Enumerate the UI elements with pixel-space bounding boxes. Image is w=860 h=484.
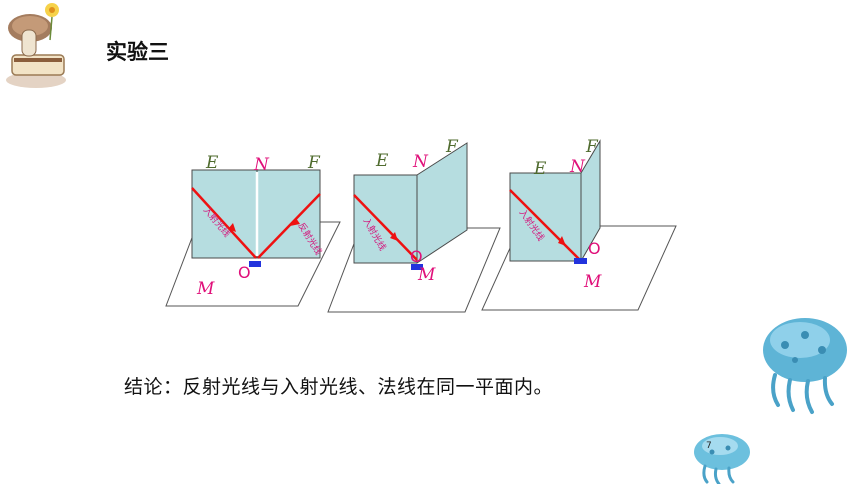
mirror-block	[249, 261, 261, 267]
figure-3: 入射光线 E N F O M	[481, 137, 677, 311]
label-f: F	[307, 153, 321, 173]
reflected-ray	[257, 193, 321, 259]
incident-ray	[191, 187, 257, 259]
jellyfish-small-icon	[694, 434, 750, 484]
arrow-icon	[290, 218, 300, 226]
incident-ray	[353, 194, 418, 261]
label-f: F	[585, 137, 599, 157]
label-e: E	[205, 153, 219, 173]
label-n: N	[253, 155, 270, 175]
figure-2: 入射光线 E N F O M	[327, 137, 501, 313]
page-number: 7	[706, 441, 712, 451]
board-f	[580, 139, 601, 263]
arrow-icon	[390, 232, 398, 241]
incident-ray	[509, 189, 581, 261]
figure-1: 入射光线 反射光线 E N F O M	[165, 153, 341, 307]
label-m: M	[583, 272, 602, 292]
label-o: O	[238, 263, 251, 282]
label-o: O	[410, 247, 423, 266]
board-e	[509, 172, 582, 262]
label-n: N	[569, 157, 586, 177]
arrow-icon	[228, 223, 236, 232]
label-m: M	[196, 279, 215, 299]
jellyfish-large-icon	[763, 318, 847, 414]
board-f	[256, 169, 321, 259]
page-title: 实验三	[106, 40, 169, 64]
label-e: E	[375, 151, 389, 171]
mushroom-book-icon	[6, 3, 66, 88]
mirror-block	[411, 264, 423, 270]
conclusion-text: 结论：反射光线与入射光线、法线在同一平面内。	[124, 376, 554, 398]
mirror-block	[574, 258, 587, 264]
board-e	[191, 169, 258, 259]
board-f	[416, 142, 468, 264]
label-o: O	[588, 239, 601, 258]
arrow-icon	[558, 236, 566, 246]
label-m: M	[417, 265, 436, 285]
label-f: F	[445, 137, 459, 157]
label-e: E	[533, 159, 547, 179]
label-n: N	[412, 152, 429, 172]
